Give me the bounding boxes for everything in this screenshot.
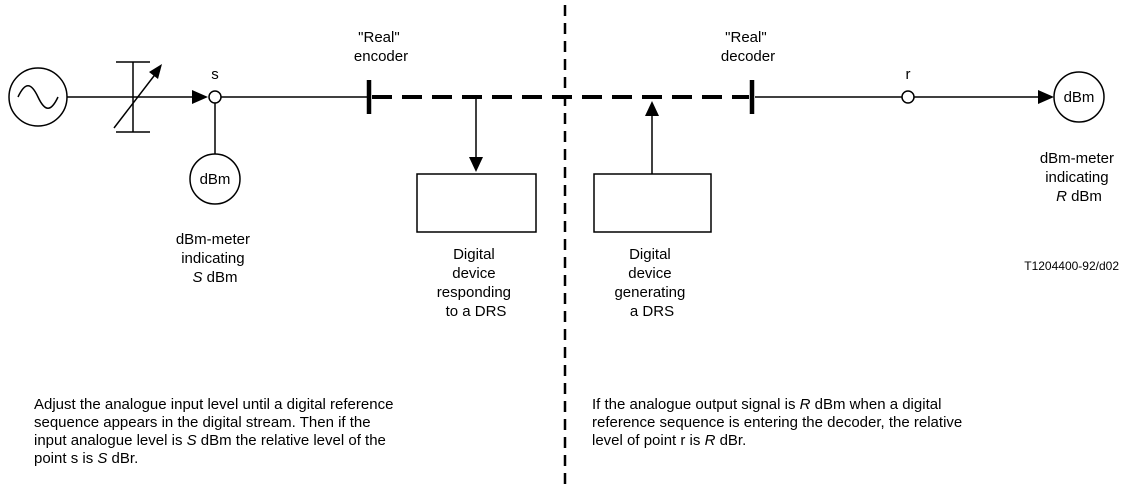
note-line: sequence appears in the digital stream. …	[34, 414, 393, 432]
meter-s	[189, 153, 241, 205]
meter-s-label: dBm	[200, 171, 231, 188]
note-text: sequence appears in the digital stream. …	[34, 414, 371, 431]
note-text: dBr.	[715, 432, 747, 449]
note-text: If the analogue output signal is	[592, 396, 800, 413]
note-text: dBr.	[107, 450, 139, 467]
arrowhead	[1038, 90, 1054, 104]
note-var: S	[97, 450, 108, 467]
note-line: input analogue level is S dBm the relati…	[34, 432, 393, 450]
generating-device-label: Digital device generating a DRS	[614, 246, 689, 320]
arrowhead	[645, 101, 659, 116]
note-line: reference sequence is entering the decod…	[592, 414, 962, 432]
note-var: R	[704, 432, 716, 449]
note-text: dBm the relative level of the	[196, 432, 386, 449]
figure-code: T1204400-92/d02	[1024, 259, 1119, 273]
responding-device-box	[416, 173, 537, 233]
responding-device-label: Digital device responding to a DRS	[437, 246, 515, 320]
note-left: Adjust the analogue input level until a …	[34, 396, 393, 468]
note-right: If the analogue output signal is R dBm w…	[592, 396, 962, 450]
signal-generator-icon	[8, 67, 68, 127]
generating-device-box	[593, 173, 712, 233]
note-text: Adjust the analogue input level until a …	[34, 396, 394, 413]
encoder-label: "Real" encoder	[354, 29, 408, 65]
note-text: input analogue level is	[34, 432, 187, 449]
note-text: reference sequence is entering the decod…	[592, 414, 963, 431]
decoder-label: "Real" decoder	[721, 29, 775, 65]
note-line: Adjust the analogue input level until a …	[34, 396, 393, 414]
note-text: level of point r is	[592, 432, 705, 449]
point-r	[901, 90, 915, 104]
label-r: r	[906, 66, 911, 83]
meter-r-label: dBm	[1064, 89, 1095, 106]
meter-r-caption: dBm-meter indicating R dBm	[1040, 150, 1118, 205]
meter-s-caption: dBm-meter indicating S dBm	[176, 231, 254, 286]
note-line: If the analogue output signal is R dBm w…	[592, 396, 962, 414]
note-var: S	[186, 432, 197, 449]
note-text: dBm when a digital	[810, 396, 942, 413]
note-line: point s is S dBr.	[34, 450, 393, 468]
label-s: s	[211, 66, 219, 83]
note-text: point s is	[34, 450, 98, 467]
variable-attenuator-icon	[113, 61, 162, 133]
note-line: level of point r is R dBr.	[592, 432, 962, 450]
arrowhead	[469, 157, 483, 172]
arrowhead	[192, 90, 208, 104]
note-var: R	[799, 396, 811, 413]
point-s	[208, 90, 222, 104]
meter-r	[1053, 71, 1105, 123]
